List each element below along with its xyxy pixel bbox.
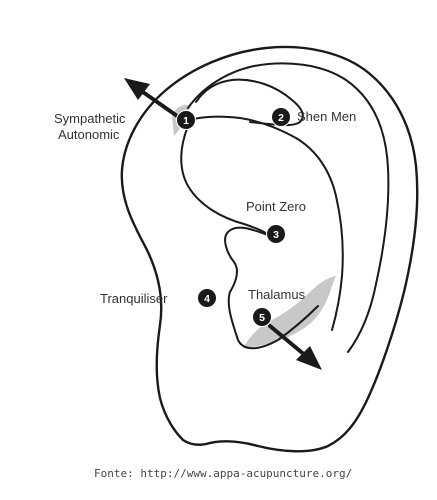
label-shen-men: Shen Men xyxy=(297,109,356,124)
point-marker-3: 3 xyxy=(267,225,286,244)
point-number-1: 1 xyxy=(183,115,189,127)
label-point-zero: Point Zero xyxy=(246,199,306,214)
label-sympathetic: Sympathetic xyxy=(54,111,126,126)
crus-of-helix xyxy=(181,126,270,236)
point-marker-2: 2 xyxy=(272,108,291,127)
label-autonomic: Autonomic xyxy=(58,127,120,142)
point-marker-4: 4 xyxy=(198,289,217,308)
point-number-5: 5 xyxy=(259,312,265,324)
label-tranquiliser: Tranquiliser xyxy=(100,291,168,306)
point-number-2: 2 xyxy=(278,112,284,124)
point-marker-5: 5 xyxy=(253,308,272,327)
source-caption: Fonte: http://www.appa-acupuncture.org/ xyxy=(94,467,352,480)
label-thalamus: Thalamus xyxy=(248,287,306,302)
point-number-4: 4 xyxy=(204,293,210,305)
point-number-3: 3 xyxy=(273,229,279,241)
point-marker-1: 1 xyxy=(177,111,196,130)
